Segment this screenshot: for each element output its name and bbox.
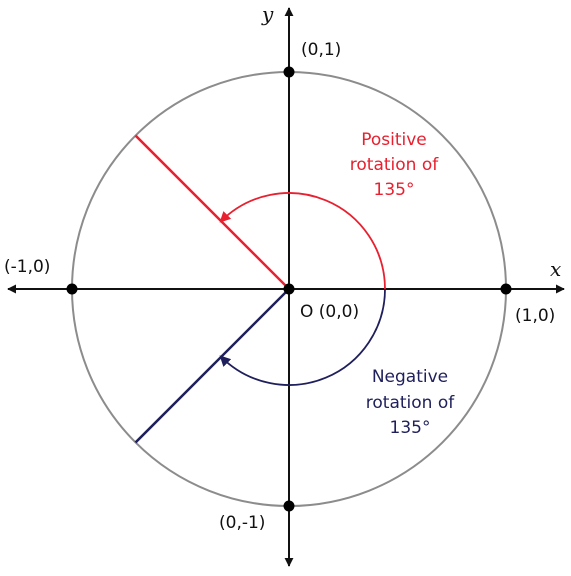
label-left: (-1,0) (4, 257, 50, 277)
positive-annotation-line2: rotation of (350, 155, 439, 175)
negative-rotation-ray (134, 288, 290, 444)
point-top (283, 66, 295, 78)
label-bottom: (0,-1) (219, 513, 265, 533)
point-origin (283, 283, 295, 295)
y-axis-label: y (261, 2, 274, 26)
positive-rotation-ray (134, 134, 290, 290)
negative-rotation-arc (219, 288, 386, 386)
x-axis-label: x (550, 257, 561, 281)
label-origin: O (0,0) (300, 302, 359, 322)
positive-rotation-arc (219, 192, 386, 290)
positive-annotation-line3: 135° (374, 180, 415, 200)
positive-annotation-line1: Positive (361, 130, 427, 150)
negative-annotation-line3: 135° (390, 418, 431, 438)
point-bottom (283, 500, 295, 512)
label-top: (0,1) (301, 40, 341, 60)
negative-annotation-line2: rotation of (366, 393, 455, 413)
negative-annotation-line1: Negative (372, 367, 448, 387)
point-left (66, 283, 78, 295)
point-right (500, 283, 512, 295)
label-right: (1,0) (515, 306, 555, 326)
